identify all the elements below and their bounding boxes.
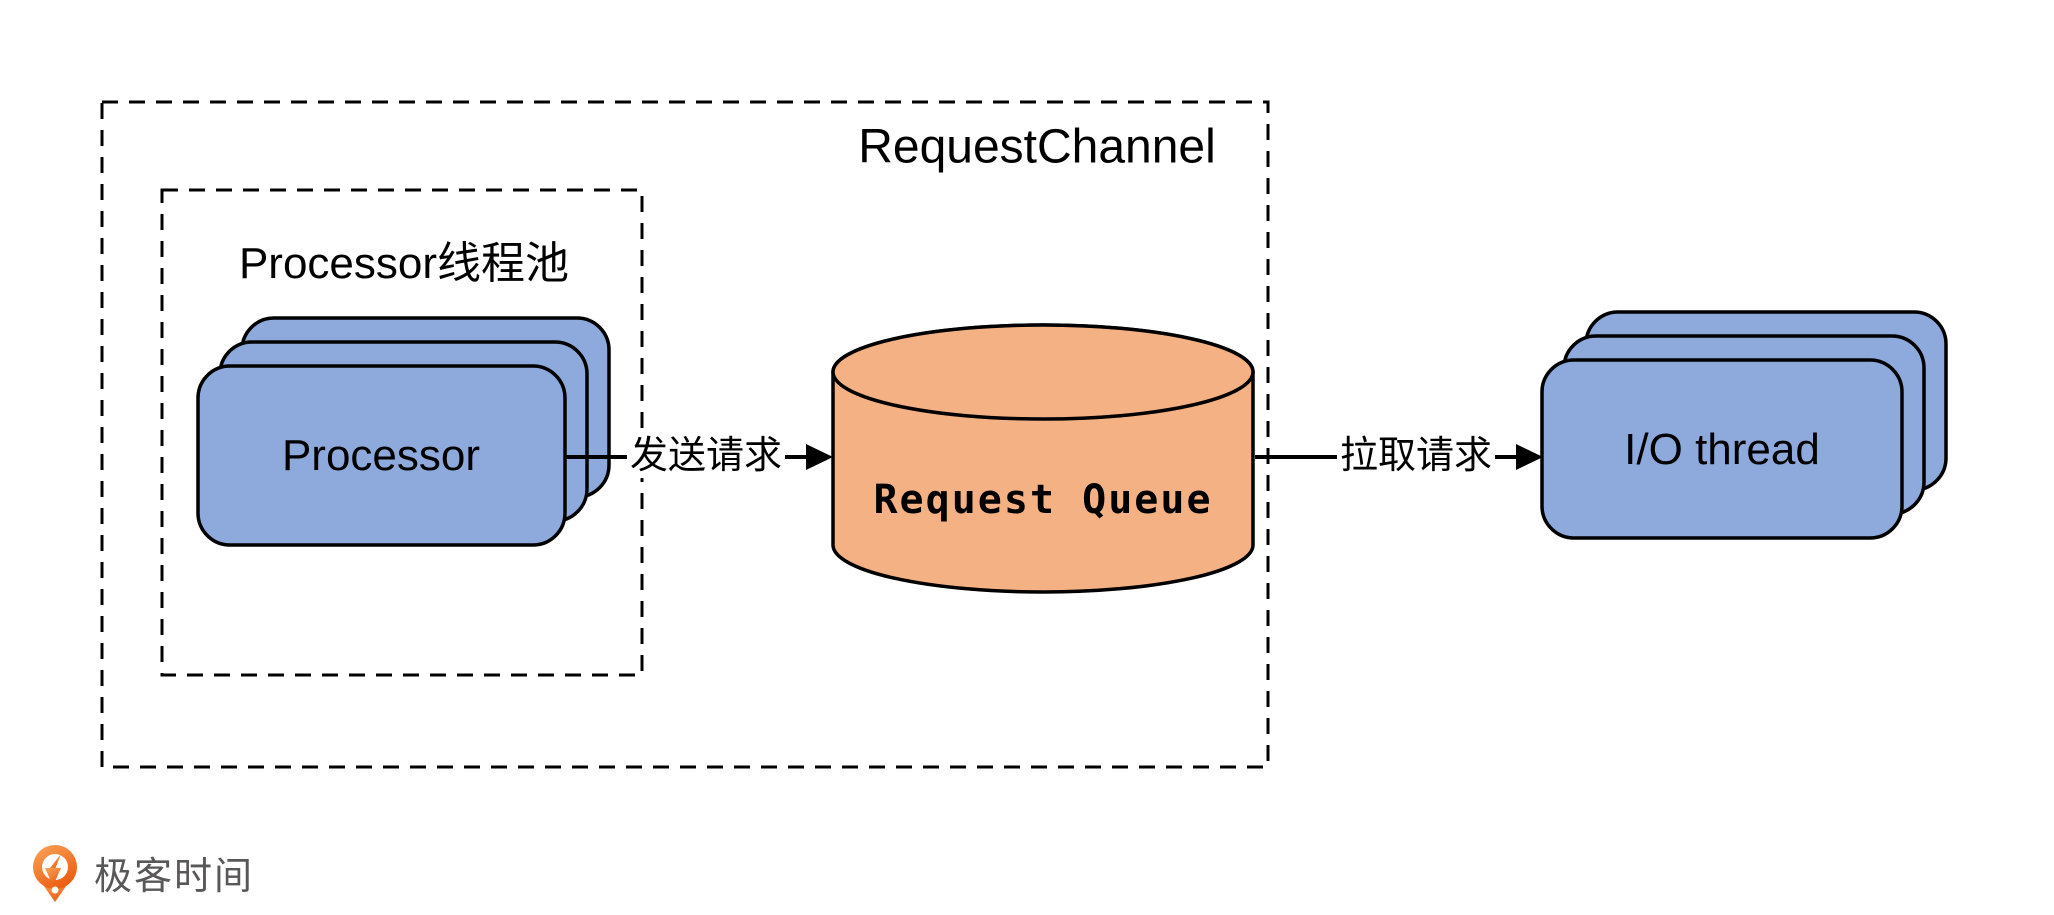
request-queue-cylinder-top xyxy=(831,323,1255,421)
brand-footer: 极客时间 xyxy=(28,840,254,904)
pull-arrowhead-icon xyxy=(1516,444,1543,470)
processor-card-label: Processor xyxy=(281,430,481,480)
processor-pool-title: Processor线程池 xyxy=(238,238,570,288)
request-channel-title: RequestChannel xyxy=(858,120,1216,174)
io-thread-card-label: I/O thread xyxy=(1624,424,1820,474)
processor-pool-dashed-box xyxy=(160,188,644,677)
send-arrowhead-icon xyxy=(806,444,833,470)
brand-name: 极客时间 xyxy=(94,855,255,898)
geektime-logo-icon xyxy=(33,845,77,902)
send-arrow-label: 发送请求 xyxy=(626,435,786,478)
pull-arrow-label: 拉取请求 xyxy=(1336,435,1496,478)
io-thread-card-front xyxy=(1540,358,1904,540)
request-channel-dashed-box xyxy=(100,100,1270,769)
request-queue-label: Request Queue xyxy=(873,477,1213,523)
